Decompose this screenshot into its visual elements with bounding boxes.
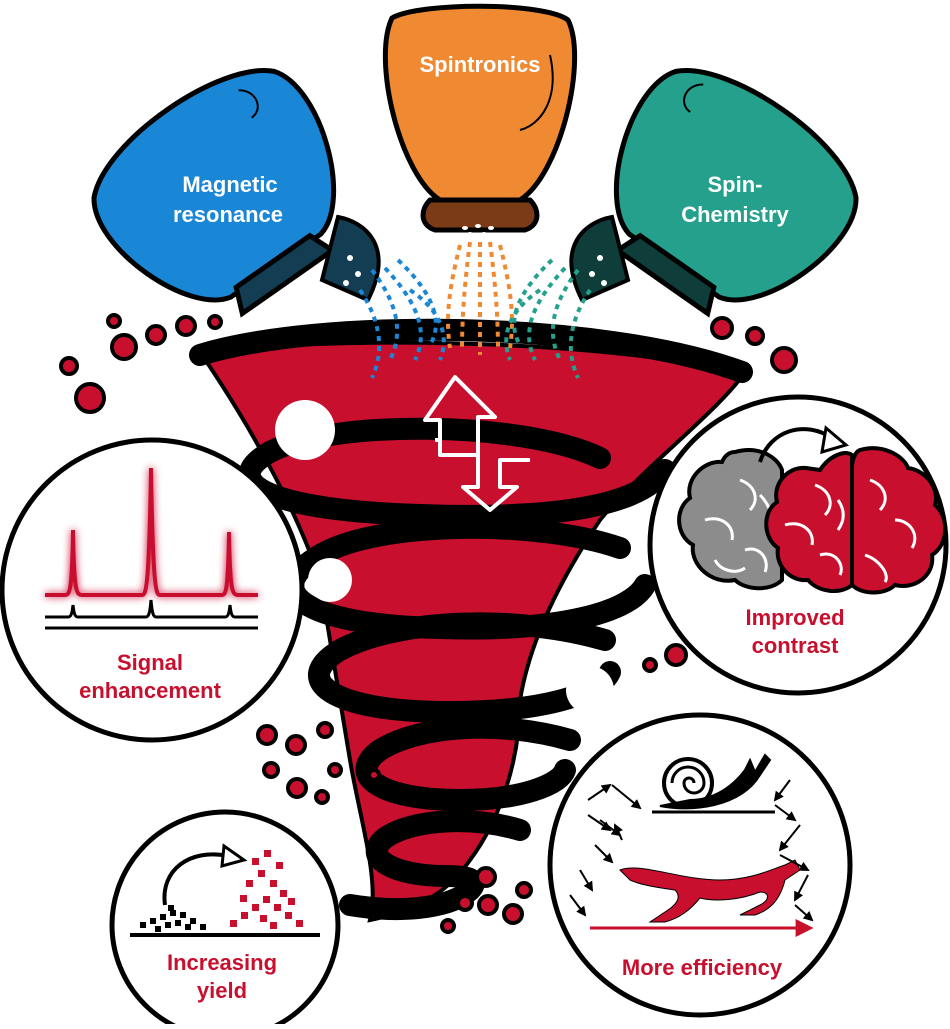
cheetah-icon	[590, 859, 814, 937]
increasing-yield-panel: Increasing yield	[109, 809, 341, 1029]
yield-label-line2: yield	[197, 978, 247, 1003]
spintronics-label: Spintronics	[419, 52, 540, 77]
spintronics-shaker: Spintronics	[382, 3, 578, 236]
product-pile	[230, 850, 303, 929]
enhanced-spectrum	[45, 467, 258, 597]
sprinkle-orange	[446, 241, 514, 355]
ring-4	[308, 612, 621, 724]
funnel-notch	[566, 666, 614, 714]
magnetic-label-line1: Magnetic	[182, 172, 277, 197]
contrast-label-line1: Improved	[745, 605, 844, 630]
droplets	[59, 313, 798, 934]
signal-label-line1: Signal	[117, 650, 183, 675]
ring-1	[189, 318, 753, 383]
sprinkle-teal	[504, 258, 592, 379]
magnetic-label-line2: resonance	[173, 202, 283, 227]
contrast-label-line2: contrast	[752, 633, 839, 658]
spin-chemistry-shaker: Spin- Chemistry	[569, 68, 859, 318]
random-walk-arrows	[569, 779, 814, 922]
baseline-spectrum	[45, 599, 258, 619]
signal-enhancement-panel: Signal enhancement	[0, 437, 305, 743]
spin-up-down-arrows-icon	[423, 375, 530, 512]
yield-label-line1: Increasing	[167, 950, 277, 975]
funnel-notch	[275, 400, 335, 460]
magnetic-resonance-shaker: Magnetic resonance	[91, 68, 381, 318]
snail-icon	[652, 753, 775, 814]
ring-6	[365, 810, 531, 901]
improved-contrast-panel: Improved contrast	[647, 394, 949, 696]
sprinkle-blue	[358, 258, 446, 379]
brain-icon	[764, 446, 948, 595]
spinchem-label-line2: Chemistry	[681, 202, 789, 227]
spinchem-label-line1: Spin-	[708, 172, 763, 197]
reactant-pile	[140, 905, 206, 932]
efficiency-label: More efficiency	[622, 955, 783, 980]
grey-to-red-arrow	[758, 427, 834, 463]
funnel-notch	[308, 558, 352, 602]
more-efficiency-panel: More efficiency	[547, 712, 853, 1018]
signal-label-line2: enhancement	[79, 678, 221, 703]
reactant-to-product-arrow	[162, 852, 229, 906]
